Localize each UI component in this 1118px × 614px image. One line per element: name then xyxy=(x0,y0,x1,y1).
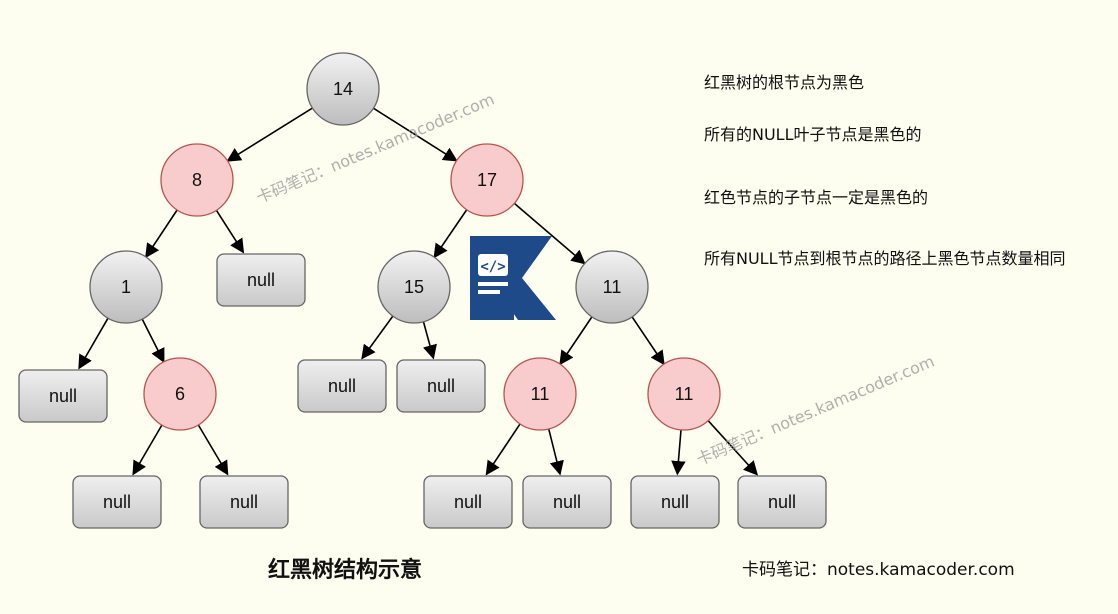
node-circle xyxy=(575,250,649,324)
node-label: 14 xyxy=(333,79,353,99)
tree-edge-arrow xyxy=(707,420,759,476)
null-box xyxy=(18,369,108,423)
tree-edge-arrow xyxy=(373,107,458,162)
black-tree-node: 11 xyxy=(575,250,649,324)
null-leaf-node: null xyxy=(297,359,387,413)
tree-edge-arrow xyxy=(141,318,165,364)
null-box xyxy=(630,475,720,529)
rule-null-leaves-black: 所有的NULL叶子节点是黑色的 xyxy=(704,125,922,144)
red-tree-node: 6 xyxy=(143,357,217,431)
rule-red-children-black: 红色节点的子节点一定是黑色的 xyxy=(704,188,929,207)
null-box xyxy=(216,253,306,307)
red-tree-node: 11 xyxy=(647,357,721,431)
rule-equal-black-height: 所有NULL节点到根节点的路径上黑色节点数量相同 xyxy=(704,249,1066,268)
node-circle xyxy=(377,250,451,324)
node-label: 17 xyxy=(477,170,497,190)
node-circle xyxy=(89,250,163,324)
diagram-title: 红黑树结构示意 xyxy=(268,558,423,583)
tree-edge-arrow xyxy=(671,429,686,476)
null-leaf-node: null xyxy=(199,475,289,529)
node-label: 11 xyxy=(531,384,550,404)
null-label: null xyxy=(230,492,258,512)
tree-edge-arrow xyxy=(485,423,521,476)
node-circle xyxy=(450,143,524,217)
node-label: 6 xyxy=(175,384,185,404)
node-label: 11 xyxy=(603,277,622,297)
tree-edge-arrow xyxy=(547,428,564,476)
black-tree-node: 15 xyxy=(377,250,451,324)
black-tree-node: 14 xyxy=(306,52,380,126)
tree-edge-arrow xyxy=(145,209,178,259)
null-box xyxy=(423,475,513,529)
null-label: null xyxy=(328,376,356,396)
tree-edge-arrow xyxy=(433,209,468,259)
null-label: null xyxy=(427,376,455,396)
node-label: 11 xyxy=(675,384,694,404)
null-leaf-node: null xyxy=(630,475,720,529)
null-label: null xyxy=(553,492,581,512)
null-leaf-node: null xyxy=(737,475,827,529)
red-tree-node: 11 xyxy=(503,357,577,431)
null-label: null xyxy=(768,492,796,512)
null-leaf-node: null xyxy=(423,475,513,529)
node-label: 15 xyxy=(404,277,424,297)
tree-edge-arrow xyxy=(132,424,163,476)
null-label: null xyxy=(103,492,131,512)
null-leaf-node: null xyxy=(216,253,306,307)
red-tree-node: 8 xyxy=(160,143,234,217)
tree-edge-arrow xyxy=(197,424,229,476)
null-box xyxy=(72,475,162,529)
tree-edge-arrow xyxy=(559,316,593,366)
nodes-layer: 14 8 17 1 15 11 6 11 11 null null null null null null n… xyxy=(18,52,827,529)
null-leaf-node: null xyxy=(396,359,486,413)
node-label: 8 xyxy=(192,170,202,190)
node-circle xyxy=(160,143,234,217)
null-label: null xyxy=(661,492,689,512)
tree-edge-arrow xyxy=(361,315,394,360)
node-circle xyxy=(647,357,721,431)
node-label: 1 xyxy=(121,277,131,297)
null-leaf-node: null xyxy=(522,475,612,529)
null-leaf-node: null xyxy=(18,369,108,423)
null-label: null xyxy=(247,270,275,290)
edges-layer xyxy=(78,107,759,476)
tree-edge-arrow xyxy=(215,209,245,254)
tree-edge-arrow xyxy=(631,316,665,366)
tree-edge-arrow xyxy=(513,202,586,265)
tree-edge-arrow xyxy=(422,321,437,360)
null-box xyxy=(522,475,612,529)
null-label: null xyxy=(454,492,482,512)
null-leaf-node: null xyxy=(72,475,162,529)
tree-edge-arrow xyxy=(226,107,313,162)
node-circle xyxy=(143,357,217,431)
rule-root-black: 红黑树的根节点为黑色 xyxy=(704,73,865,92)
footer-source-text: 卡码笔记：notes.kamacoder.com xyxy=(742,560,1015,580)
node-circle xyxy=(503,357,577,431)
svg-text:</>: </> xyxy=(480,259,505,275)
null-box xyxy=(297,359,387,413)
tree-edge-arrow xyxy=(78,317,109,370)
code-document-k-logo-icon: </> xyxy=(470,236,556,320)
node-circle xyxy=(306,52,380,126)
null-box xyxy=(199,475,289,529)
red-tree-node: 17 xyxy=(450,143,524,217)
null-box xyxy=(737,475,827,529)
null-label: null xyxy=(49,386,77,406)
null-box xyxy=(396,359,486,413)
black-tree-node: 1 xyxy=(89,250,163,324)
